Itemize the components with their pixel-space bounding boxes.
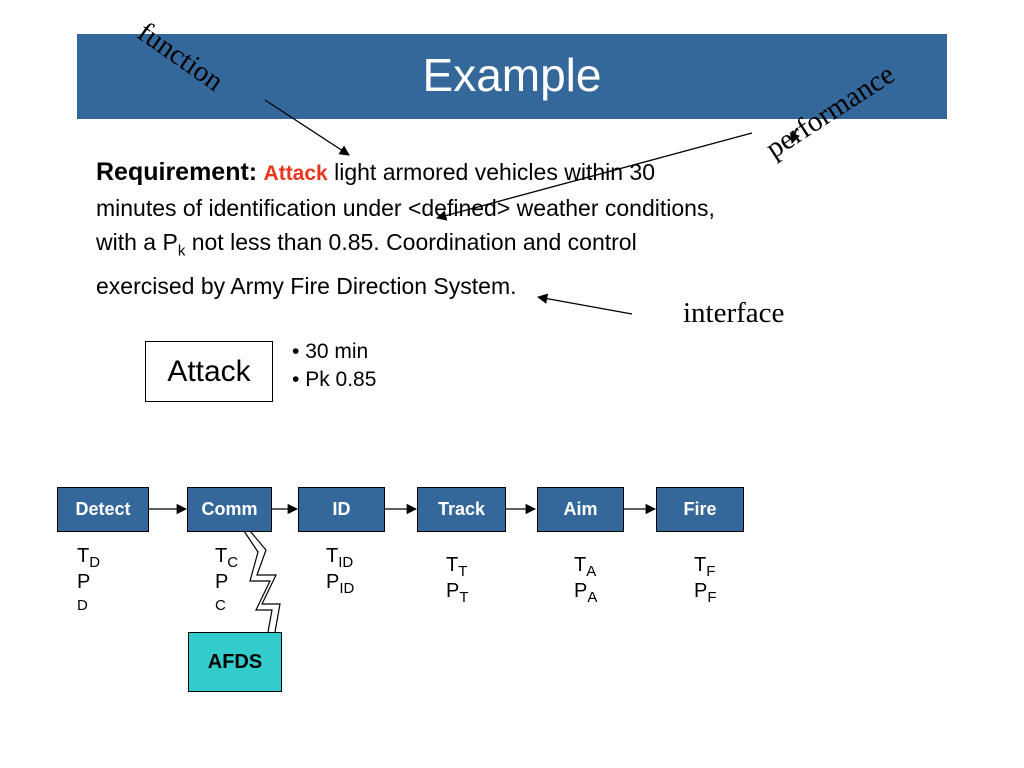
node-aim: Aim	[537, 487, 624, 532]
requirement-line3-post: not less than 0.85. Coordination and con…	[185, 229, 637, 255]
lightning-link-icon	[249, 530, 281, 633]
function-pointer-arrow	[264, 99, 350, 156]
attack-function-box: Attack	[145, 341, 273, 402]
time-subscript: F	[706, 563, 716, 580]
node-id: ID	[298, 487, 385, 532]
tp-aim: TA PA	[574, 553, 598, 606]
time-subscript: ID	[338, 554, 354, 571]
time-symbol: T	[694, 554, 707, 576]
requirement-paragraph: Requirement: Attack light armored vehicl…	[96, 155, 886, 303]
prob-subscript: T	[459, 589, 469, 606]
requirement-line3-sub: k	[177, 242, 186, 260]
performance-short-arrow	[790, 127, 800, 144]
prob-symbol: P	[215, 571, 229, 593]
prob-symbol: P	[694, 580, 708, 602]
tp-detect: TD P D	[77, 544, 100, 618]
page-title: Example	[422, 49, 602, 101]
tp-id: TID PID	[326, 544, 355, 597]
node-track: Track	[417, 487, 506, 532]
tp-track: TT PT	[446, 553, 469, 606]
tp-comm: TC P C	[215, 544, 238, 618]
afds-box: AFDS	[188, 632, 282, 692]
requirement-line2: minutes of identification under <defined…	[96, 195, 715, 221]
time-subscript: T	[458, 563, 468, 580]
requirement-attack-word: Attack	[263, 162, 328, 185]
requirement-line3-pre: with a P	[96, 229, 178, 255]
time-symbol: T	[446, 554, 459, 576]
time-symbol: T	[574, 554, 587, 576]
requirement-line1: light armored vehicles within 30	[327, 159, 656, 185]
time-symbol: T	[215, 545, 228, 567]
prob-symbol: P	[77, 571, 91, 593]
annotation-interface: interface	[683, 297, 785, 329]
prob-subscript: C	[215, 597, 226, 614]
performance-pointer-arrow	[435, 132, 753, 221]
prob-subscript: ID	[339, 580, 355, 597]
tp-fire: TF PF	[694, 553, 717, 606]
time-subscript: D	[89, 554, 101, 571]
prob-symbol: P	[326, 571, 340, 593]
prob-symbol: P	[574, 580, 588, 602]
time-subscript: A	[586, 563, 597, 580]
interface-pointer-arrow	[536, 293, 633, 315]
time-symbol: T	[326, 545, 339, 567]
prob-symbol: P	[446, 580, 460, 602]
bullet-item: Pk 0.85	[292, 366, 376, 394]
requirement-label: Requirement:	[96, 158, 258, 186]
time-symbol: T	[77, 545, 90, 567]
node-detect: Detect	[57, 487, 149, 532]
prob-subscript: D	[77, 597, 88, 614]
performance-bullets: 30 min Pk 0.85	[292, 338, 376, 394]
bullet-item: 30 min	[292, 338, 376, 366]
requirement-line4: exercised by Army Fire Direction System.	[96, 272, 517, 299]
time-subscript: C	[227, 554, 239, 571]
prob-subscript: A	[587, 589, 598, 606]
title-bar: Example	[77, 34, 947, 119]
node-comm: Comm	[187, 487, 272, 532]
node-fire: Fire	[656, 487, 744, 532]
prob-subscript: F	[707, 589, 717, 606]
